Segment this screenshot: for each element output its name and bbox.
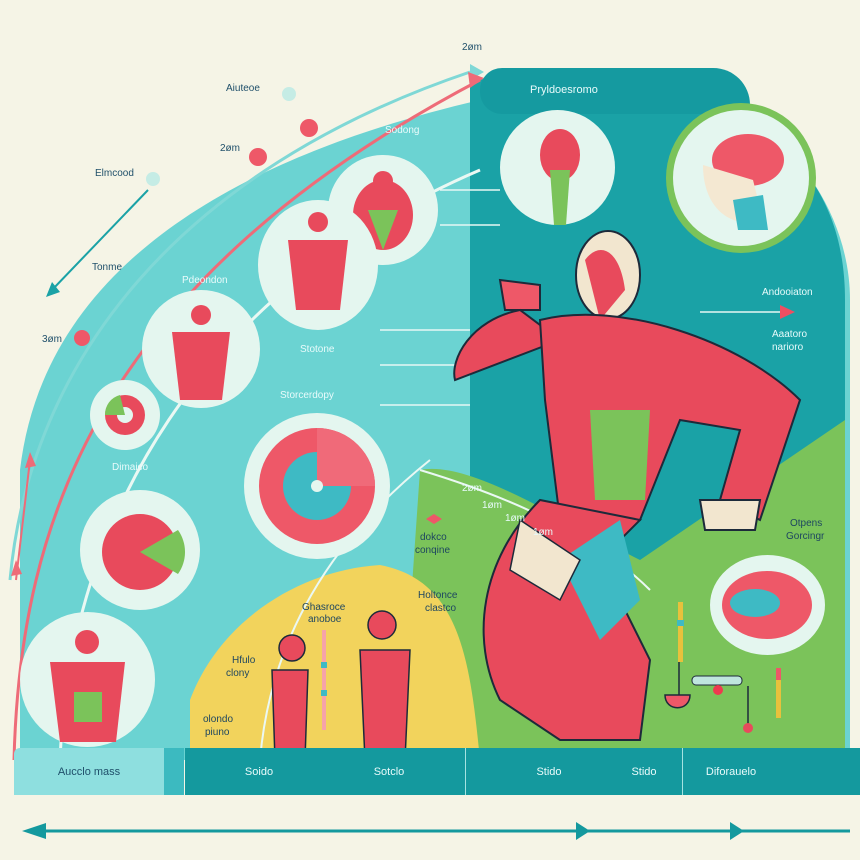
green-lower-line1: Holtonce [418,590,458,601]
right-sub-label-line1: Aaatoro [772,329,808,340]
scale-label-1: 2øm [462,483,482,494]
inner-label-upper-mid: Pdeondon [182,275,228,286]
inner-label-middle: Stotone [300,344,335,355]
bar-cell-2: Sotclo [349,748,429,795]
green-desc-line2: conqine [415,545,451,556]
right-sub-label-line2: narioro [772,342,804,353]
arc-label-outer-point: Aiuteoe [226,83,260,94]
anatomy-figure-front-circle [258,200,378,330]
muscle-pie-circle [80,490,200,610]
yellow-bottom-line1: olondo [203,714,234,725]
bottom-category-bar: Aucclo mass Soido Sotclo Stido Stido Dif… [14,748,860,795]
inner-label-lower: Dimaico [112,462,149,473]
arc-label-end: 2øm [462,42,482,53]
bar-cell-label: Sotclo [373,765,405,778]
green-right-line2: Gorcingr [786,531,825,542]
arc-label-left-2: Tonme [92,262,123,273]
yellow-top-line2: anoboe [308,614,342,625]
header-banner: Pryldoesromo [480,68,750,114]
arc-label-red-point: 2øm [220,143,240,154]
bar-cell-muscle-mass: Aucclo mass [14,748,164,795]
head-neck-circle [500,110,615,225]
bar-cell-4: Stido [614,748,674,795]
yellow-bottom-line2: piuno [205,727,230,738]
anatomy-figure-abs-circle [20,612,155,747]
bar-cell-5: Diforauelo [686,748,776,795]
arc-label-left-1: Elmcood [95,168,134,179]
scale-label-4: 1øm [533,527,553,538]
bar-cell-label: Soido [244,765,274,778]
scale-label-3: 1øm [505,513,525,524]
bar-cell-label: Diforauelo [705,765,757,778]
right-arrow-label: Andooiaton [762,287,813,298]
green-right-line1: Otpens [790,518,823,529]
inner-label-top: Sodong [385,125,420,136]
bar-cell-label: Aucclo mass [57,765,121,778]
yellow-top-line1: Ghasroce [302,602,346,613]
inner-label-lower-mid: Storcerdopy [280,390,334,401]
scale-label-2: 1øm [482,500,502,511]
bar-cell-label: Stido [631,765,657,778]
muscle-roll-circle [710,555,825,655]
bar-cell-3: Stido [514,748,584,795]
green-lower-line2: clastco [425,603,457,614]
green-desc-line1: dokco [420,532,447,543]
diamond-marker-icon [426,514,442,524]
bar-cell-label: Stido [536,765,562,778]
yellow-left-line1: Hfulo [232,655,256,666]
arc-label-left-3: 3øm [42,334,62,345]
muscle-radial-chart-circle [244,413,390,559]
header-banner-label: Pryldoesromo [530,84,598,96]
brain-head-circle [666,103,816,253]
anatomy-figure-torso-circle [142,290,260,408]
muscle-cross-section-small-circle [90,380,160,450]
bar-cell-1: Soido [224,748,294,795]
yellow-left-line2: clony [226,668,250,679]
